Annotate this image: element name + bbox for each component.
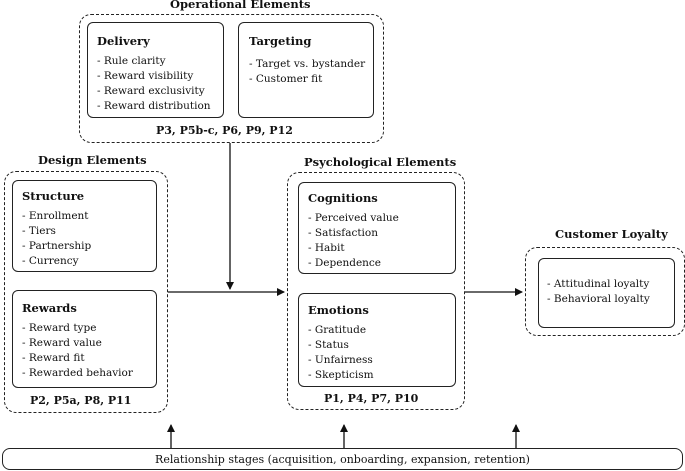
list-item: Rule clarity bbox=[97, 54, 211, 69]
list-item: Behavioral loyalty bbox=[547, 292, 650, 307]
list-item: Reward distribution bbox=[97, 99, 211, 114]
list-item: Satisfaction bbox=[308, 226, 399, 241]
design-group bbox=[4, 171, 168, 413]
list-item: Reward exclusivity bbox=[97, 84, 211, 99]
list-item: Skepticism bbox=[308, 368, 374, 383]
cognitions-list: Perceived value Satisfaction Habit Depen… bbox=[308, 211, 399, 271]
operational-group bbox=[79, 14, 384, 143]
delivery-title: Delivery bbox=[97, 34, 150, 48]
list-item: Enrollment bbox=[22, 209, 91, 224]
cognitions-title: Cognitions bbox=[308, 191, 378, 205]
list-item: Status bbox=[308, 338, 374, 353]
list-item: Habit bbox=[308, 241, 399, 256]
list-item: Customer fit bbox=[249, 72, 365, 87]
loyalty-heading: Customer Loyalty bbox=[555, 227, 668, 241]
loyalty-list: Attitudinal loyalty Behavioral loyalty bbox=[547, 277, 650, 307]
emotions-list: Gratitude Status Unfairness Skepticism bbox=[308, 323, 374, 383]
targeting-list: Target vs. bystander Customer fit bbox=[249, 57, 365, 87]
list-item: Reward fit bbox=[22, 351, 133, 366]
cognitions-box: Cognitions Perceived value Satisfaction … bbox=[298, 182, 456, 274]
psychological-group bbox=[287, 172, 465, 410]
design-propositions: P2, P5a, P8, P11 bbox=[30, 394, 132, 407]
list-item: Reward visibility bbox=[97, 69, 211, 84]
list-item: Dependence bbox=[308, 256, 399, 271]
list-item: Partnership bbox=[22, 239, 91, 254]
design-heading: Design Elements bbox=[38, 153, 147, 167]
emotions-title: Emotions bbox=[308, 303, 369, 317]
targeting-box: Targeting Target vs. bystander Customer … bbox=[238, 22, 374, 118]
rewards-title: Rewards bbox=[22, 301, 77, 315]
structure-list: Enrollment Tiers Partnership Currency bbox=[22, 209, 91, 269]
list-item: Currency bbox=[22, 254, 91, 269]
list-item: Gratitude bbox=[308, 323, 374, 338]
emotions-box: Emotions Gratitude Status Unfairness Ske… bbox=[298, 293, 456, 387]
delivery-list: Rule clarity Reward visibility Reward ex… bbox=[97, 54, 211, 114]
relationship-stages-label: Relationship stages (acquisition, onboar… bbox=[155, 452, 530, 466]
structure-title: Structure bbox=[22, 189, 85, 203]
psychological-propositions: P1, P4, P7, P10 bbox=[324, 392, 419, 405]
targeting-title: Targeting bbox=[249, 34, 312, 48]
structure-box: Structure Enrollment Tiers Partnership C… bbox=[12, 180, 157, 272]
list-item: Unfairness bbox=[308, 353, 374, 368]
operational-heading: Operational Elements bbox=[170, 0, 311, 11]
list-item: Perceived value bbox=[308, 211, 399, 226]
relationship-stages-bar: Relationship stages (acquisition, onboar… bbox=[2, 448, 683, 470]
list-item: Attitudinal loyalty bbox=[547, 277, 650, 292]
psychological-heading: Psychological Elements bbox=[304, 155, 457, 169]
operational-propositions: P3, P5b-c, P6, P9, P12 bbox=[156, 124, 293, 137]
loyalty-box: Attitudinal loyalty Behavioral loyalty bbox=[538, 258, 675, 328]
list-item: Target vs. bystander bbox=[249, 57, 365, 72]
rewards-box: Rewards Reward type Reward value Reward … bbox=[12, 290, 157, 388]
list-item: Tiers bbox=[22, 224, 91, 239]
delivery-box: Delivery Rule clarity Reward visibility … bbox=[87, 22, 224, 118]
rewards-list: Reward type Reward value Reward fit Rewa… bbox=[22, 321, 133, 381]
list-item: Rewarded behavior bbox=[22, 366, 133, 381]
list-item: Reward value bbox=[22, 336, 133, 351]
list-item: Reward type bbox=[22, 321, 133, 336]
